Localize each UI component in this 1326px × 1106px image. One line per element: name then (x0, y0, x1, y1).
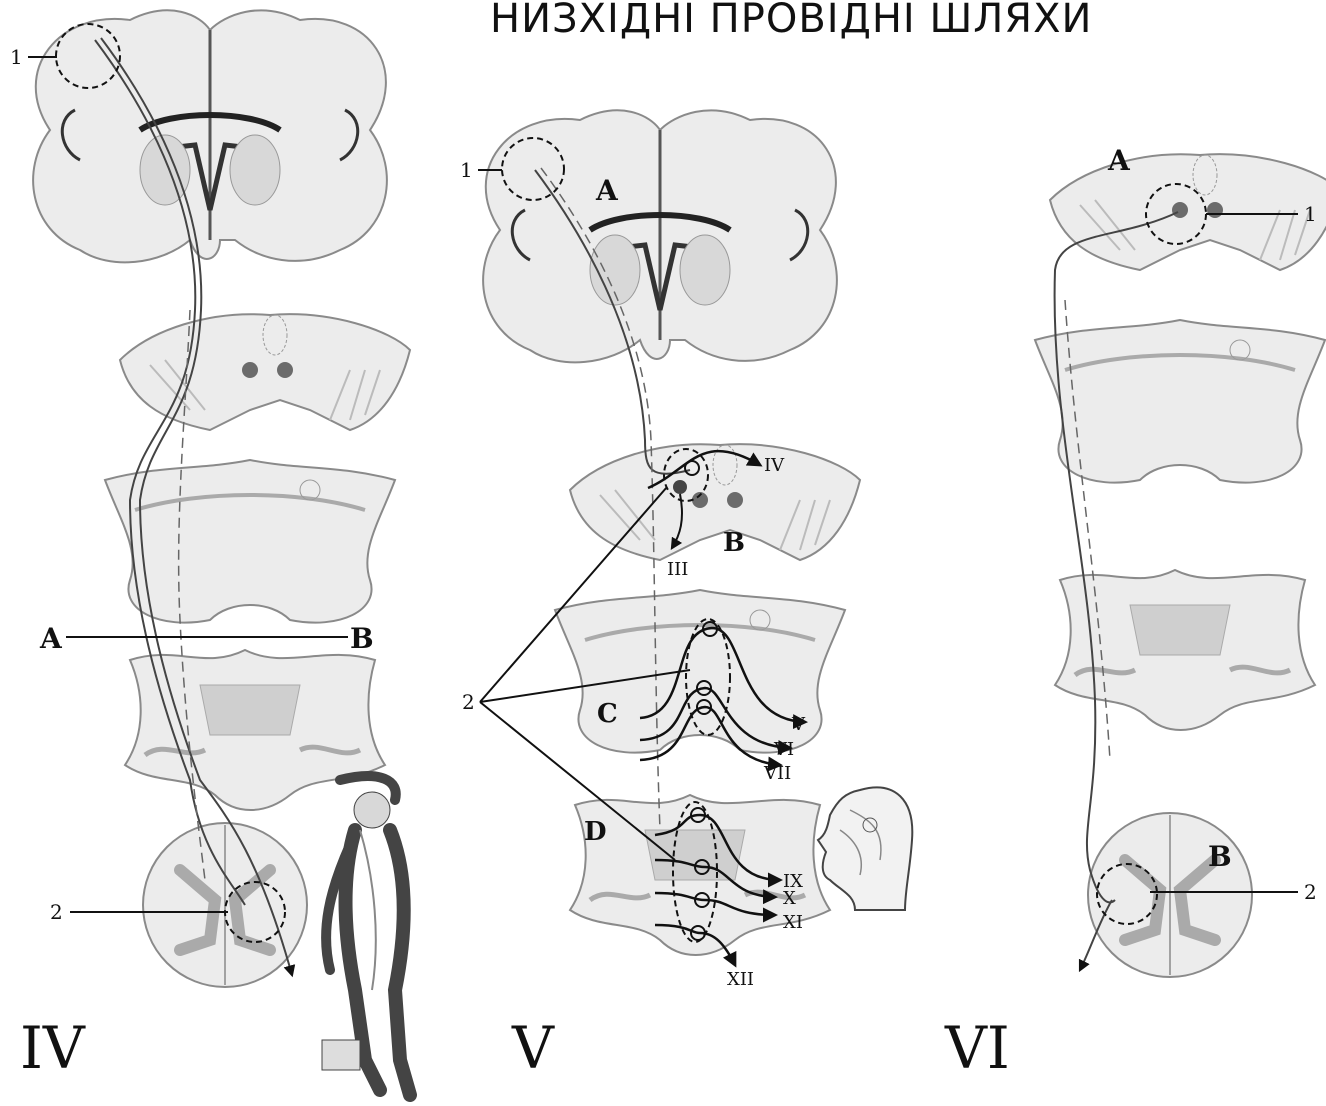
label-c: C (597, 699, 618, 729)
nerve-label-vii: VII (763, 763, 791, 784)
midbrain-section (1050, 154, 1326, 270)
label-a: A (595, 174, 619, 207)
panel-numeral: VI (944, 1014, 1010, 1082)
label-2: 2 (462, 690, 475, 714)
nerve-label-iii: III (667, 559, 688, 580)
brain-section (33, 10, 387, 262)
label-a: A (1107, 144, 1131, 177)
head-illustration (818, 787, 912, 910)
tectospinal-tract (1055, 212, 1178, 902)
nerve-label-xii: XII (727, 969, 754, 990)
label-b: B (723, 528, 745, 558)
human-body-illustration (322, 776, 410, 1095)
label-d: D (584, 817, 607, 847)
spinal-cord-section (1088, 813, 1252, 977)
brain-section (483, 110, 837, 362)
panel-iv: 1 2 A B IV (10, 10, 410, 1095)
pons-section (1035, 320, 1325, 483)
label-1: 1 (10, 45, 23, 69)
nerve-label-iv: IV (764, 455, 785, 476)
nerve-label-xi: XI (783, 912, 803, 933)
midbrain-section (120, 314, 410, 430)
panel-v: 1 A IV III B V VI VII C IX X XI (460, 110, 912, 1082)
label-2: 2 (50, 900, 63, 924)
medulla-section (125, 650, 385, 810)
label-2: 2 (1304, 880, 1317, 904)
panel-numeral: IV (20, 1014, 86, 1082)
nerve-label-v: V (791, 714, 806, 735)
label-1: 1 (460, 158, 473, 182)
midbrain-section (570, 444, 860, 560)
nerve-label-vi: VI (773, 739, 794, 760)
label-b: B (1208, 840, 1232, 873)
page-title: НИЗХІДНІ ПРОВІДНІ ШЛЯХИ (490, 0, 1092, 42)
label-1: 1 (1304, 202, 1317, 226)
medulla-section (1055, 570, 1315, 730)
panel-numeral: V (511, 1014, 555, 1082)
label-b: B (350, 622, 374, 655)
panel-vi: 1 A 2 B VI (944, 144, 1326, 1082)
nerve-label-x: X (783, 888, 796, 909)
label-a: A (39, 622, 63, 655)
